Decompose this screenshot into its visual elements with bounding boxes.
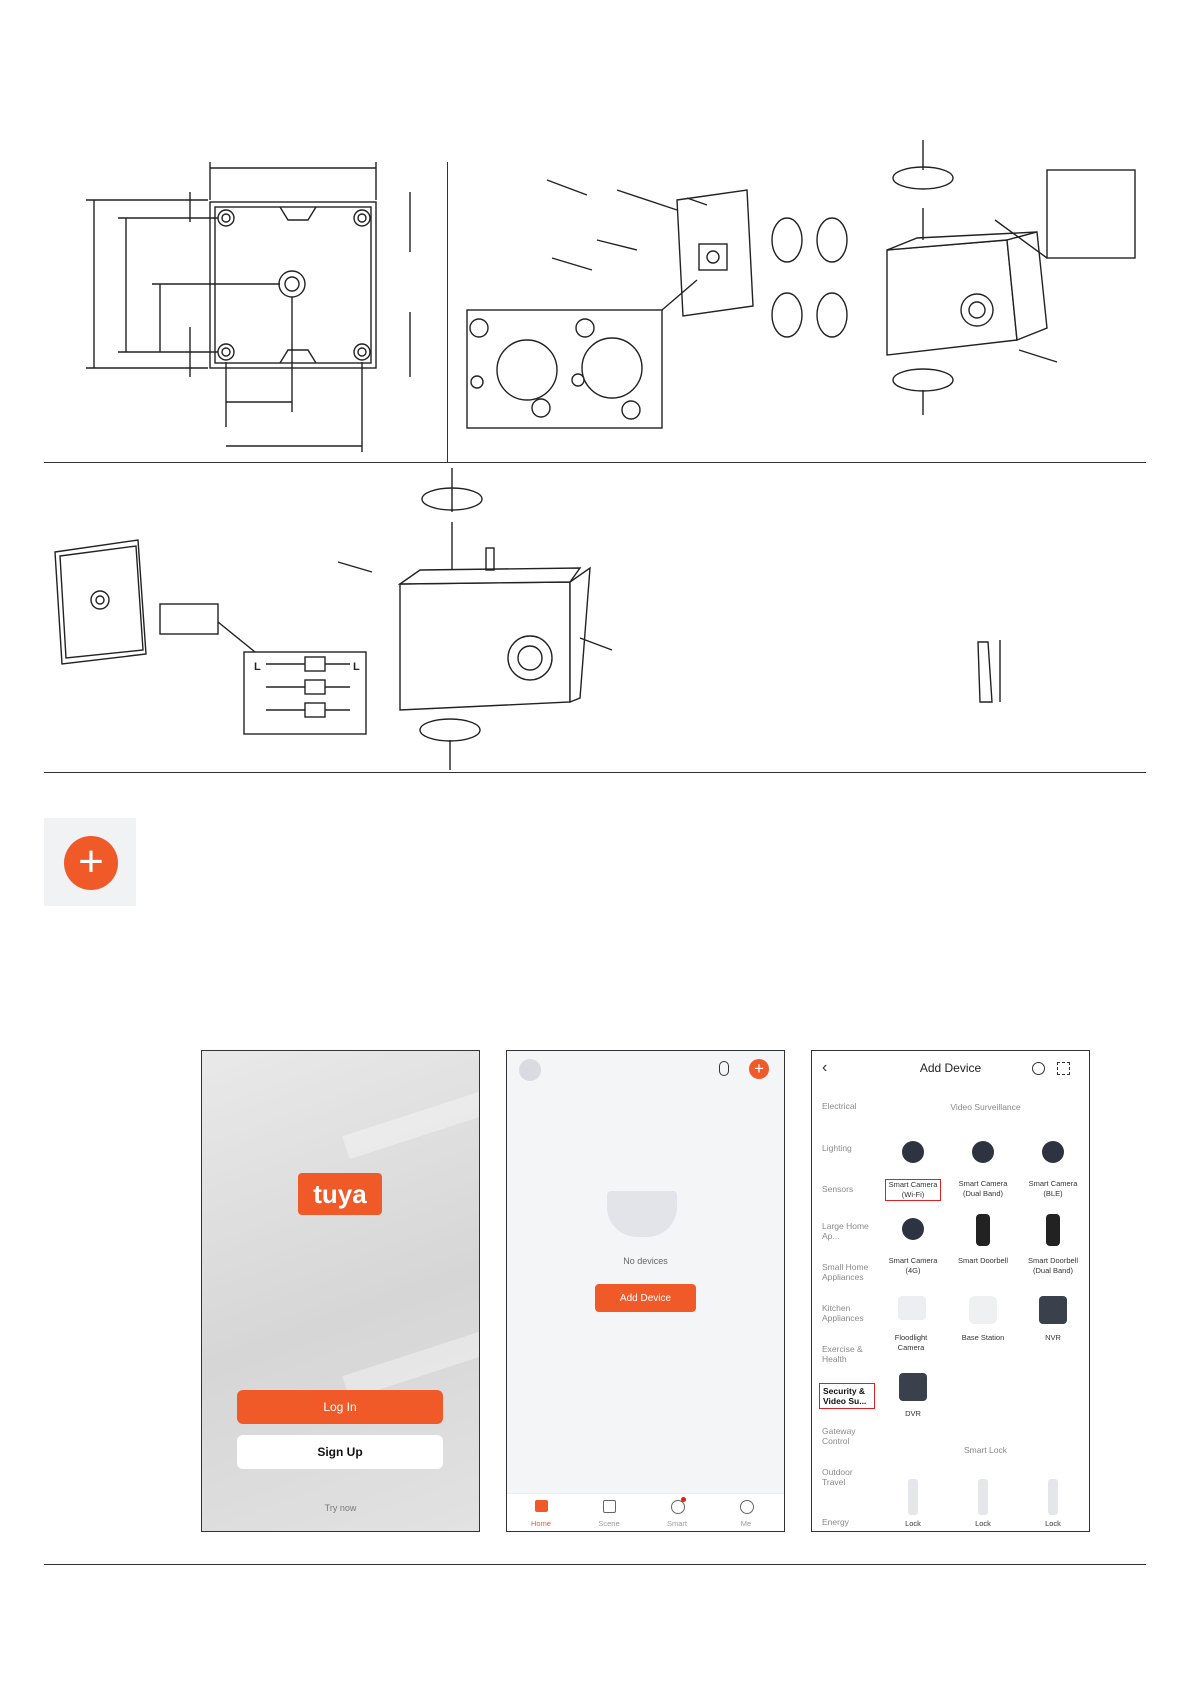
- wiring-connection-drawing: L L: [54, 468, 1001, 770]
- dvr-icon: [899, 1373, 927, 1401]
- empty-box-illustration: [607, 1191, 677, 1237]
- plus-symbol: +: [78, 837, 104, 886]
- nvr-icon: [1039, 1296, 1067, 1324]
- device-floodlight-camera[interactable]: Floodlight Camera: [894, 1333, 928, 1352]
- section-divider-3: [44, 1564, 1146, 1565]
- section-divider-1: [44, 462, 1146, 463]
- scene-icon[interactable]: [603, 1500, 616, 1513]
- tab-me[interactable]: Me: [740, 1519, 752, 1528]
- notification-dot: [681, 1497, 686, 1502]
- tab-scene[interactable]: Scene: [598, 1519, 620, 1528]
- shadow-stripe: [342, 1326, 479, 1400]
- category-exercise[interactable]: Exercise & Health: [822, 1344, 863, 1364]
- signup-button[interactable]: Sign Up: [237, 1435, 443, 1469]
- me-icon[interactable]: [740, 1500, 754, 1514]
- camera-icon: [1042, 1141, 1064, 1163]
- category-electrical[interactable]: Electrical: [822, 1101, 857, 1111]
- lock-icon: [978, 1479, 988, 1515]
- try-now-link[interactable]: Try now: [324, 1503, 357, 1513]
- login-screen: tuya Log In Sign Up Try now: [201, 1050, 480, 1532]
- tuya-logo: tuya: [298, 1173, 382, 1215]
- device-lock[interactable]: Lock: [1045, 1519, 1061, 1528]
- back-chevron-icon[interactable]: ‹: [822, 1059, 828, 1076]
- device-smart-camera-ble[interactable]: Smart Camera (BLE): [1028, 1179, 1078, 1198]
- svg-text:L: L: [254, 661, 261, 673]
- microphone-icon[interactable]: [719, 1061, 729, 1076]
- camera-icon: [902, 1141, 924, 1163]
- lock-icon: [1048, 1479, 1058, 1515]
- device-base-station[interactable]: Base Station: [961, 1333, 1005, 1342]
- add-device-button[interactable]: Add Device: [595, 1284, 696, 1312]
- tab-bar: Home Scene Smart Me: [507, 1493, 784, 1531]
- svg-text:L: L: [353, 661, 360, 673]
- section-divider-2: [44, 772, 1146, 773]
- panel-divider: [447, 162, 448, 462]
- lock-icon: [908, 1479, 918, 1515]
- add-device-plus-icon[interactable]: +: [749, 1059, 769, 1079]
- device-smart-doorbell[interactable]: Smart Doorbell: [957, 1256, 1009, 1265]
- auto-scan-icon[interactable]: [1032, 1062, 1045, 1075]
- device-smart-camera-4g[interactable]: Smart Camera (4G): [888, 1256, 938, 1275]
- smart-icon[interactable]: [671, 1500, 685, 1514]
- section-title-video: Video Surveillance: [950, 1102, 1021, 1112]
- exploded-install-drawing: [466, 140, 1136, 429]
- category-energy[interactable]: Energy: [822, 1517, 849, 1527]
- screen-title: Add Device: [919, 1061, 982, 1075]
- category-security[interactable]: Security & Video Su...: [819, 1383, 875, 1409]
- tab-smart[interactable]: Smart: [666, 1519, 687, 1528]
- shadow-stripe: [342, 1086, 479, 1160]
- device-smart-doorbell-dual[interactable]: Smart Doorbell (Dual Band): [1027, 1256, 1079, 1275]
- add-device-screen: ‹ Add Device Electrical Lighting Sensors…: [811, 1050, 1090, 1532]
- qr-scan-icon[interactable]: [1057, 1062, 1070, 1075]
- device-smart-camera-dual[interactable]: Smart Camera (Dual Band): [958, 1179, 1008, 1198]
- category-kitchen[interactable]: Kitchen Appliances: [822, 1303, 864, 1323]
- category-outdoor[interactable]: Outdoor Travel: [822, 1467, 853, 1487]
- section-title-lock: Smart Lock: [964, 1445, 1007, 1455]
- device-dvr[interactable]: DVR: [905, 1409, 921, 1418]
- camera-icon: [972, 1141, 994, 1163]
- device-lock[interactable]: Lock: [975, 1519, 991, 1528]
- device-smart-camera-wifi[interactable]: Smart Camera (Wi-Fi): [885, 1179, 941, 1201]
- device-nvr[interactable]: NVR: [1045, 1333, 1061, 1342]
- tab-home[interactable]: Home: [530, 1519, 551, 1528]
- category-large-home[interactable]: Large Home Ap...: [822, 1221, 869, 1241]
- floodlight-icon: [898, 1296, 926, 1320]
- doorbell-icon: [1046, 1214, 1060, 1246]
- category-gateway[interactable]: Gateway Control: [822, 1426, 856, 1446]
- plus-circle-icon[interactable]: +: [64, 836, 118, 890]
- category-small-home[interactable]: Small Home Appliances: [822, 1262, 869, 1282]
- doorbell-icon: [976, 1214, 990, 1246]
- mounting-plate-dimension-drawing: [86, 162, 411, 452]
- empty-state-text: No devices: [623, 1256, 668, 1266]
- home-icon[interactable]: [535, 1500, 548, 1512]
- category-lighting[interactable]: Lighting: [822, 1143, 852, 1153]
- camera-icon: [902, 1218, 924, 1240]
- category-sensors[interactable]: Sensors: [822, 1184, 854, 1194]
- login-button[interactable]: Log In: [237, 1390, 443, 1424]
- avatar[interactable]: [519, 1059, 541, 1081]
- device-lock[interactable]: Lock: [905, 1519, 921, 1528]
- base-station-icon: [969, 1296, 997, 1324]
- home-screen: + No devices Add Device Home Scene Smart…: [506, 1050, 785, 1532]
